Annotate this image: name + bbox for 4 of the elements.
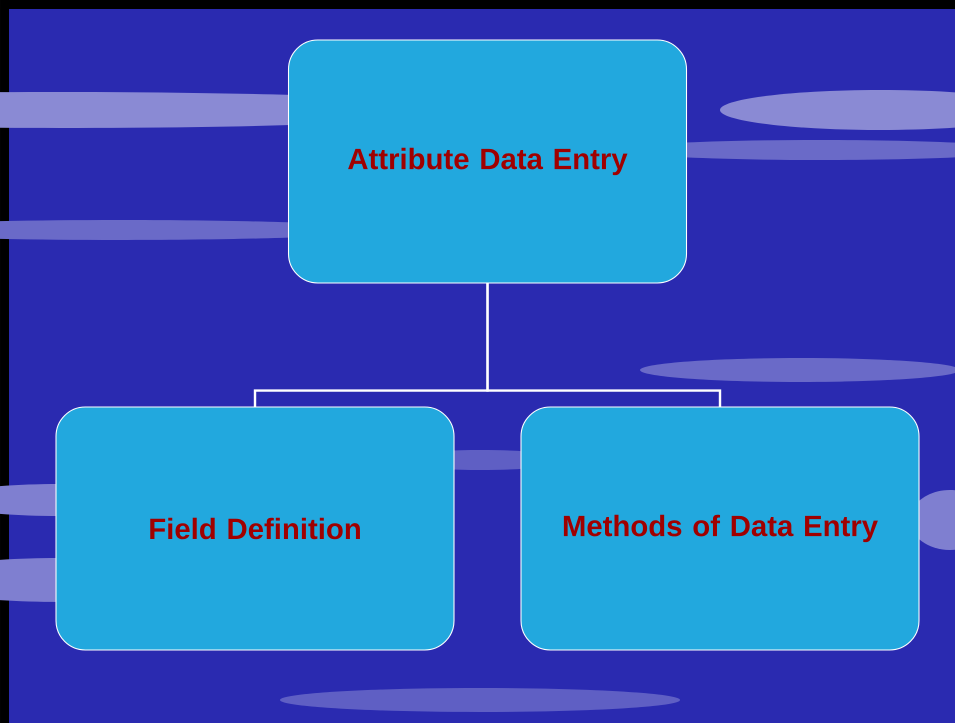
process-box: Methods of Data Entry bbox=[520, 406, 920, 651]
process-box: Attribute Data Entry bbox=[288, 39, 688, 284]
process-box: Field Definition bbox=[55, 406, 455, 651]
connector-line bbox=[486, 284, 722, 406]
